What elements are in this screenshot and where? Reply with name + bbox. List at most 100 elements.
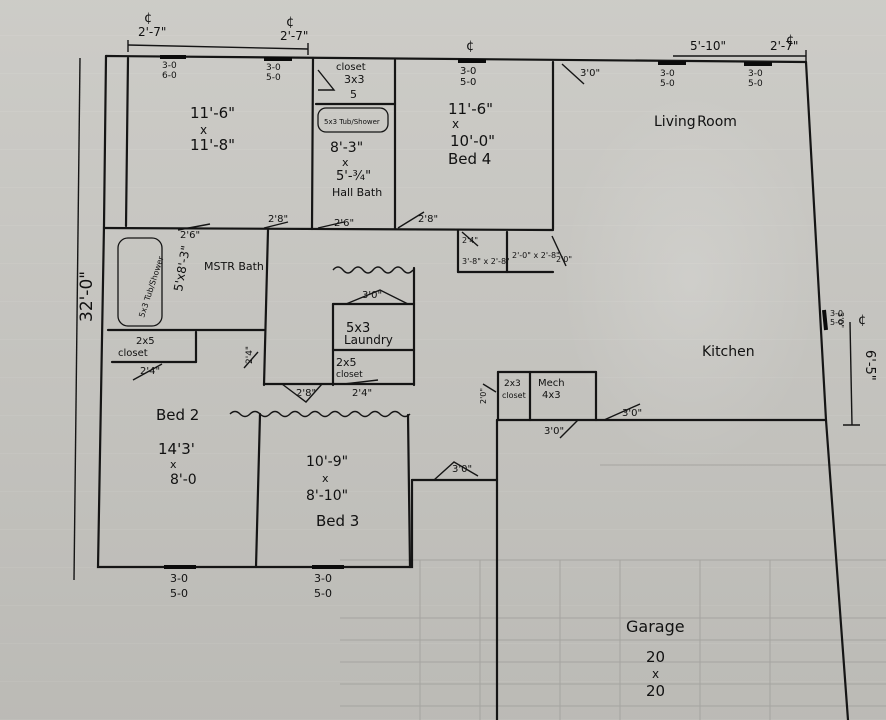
bed3-name: Bed 3 xyxy=(316,512,359,530)
closet-mstr-size: 2x5 xyxy=(136,336,155,347)
centerline-mark-5: ¢ xyxy=(858,313,866,328)
bed3-x: x xyxy=(322,472,329,485)
centerline-mark-2: ¢ xyxy=(286,15,294,30)
garage-name: Garage xyxy=(626,617,685,636)
laundry-size: 5x3 xyxy=(346,321,370,336)
window-4b-label: 5-0 xyxy=(660,79,675,89)
right-dimension-label: 6'-5" xyxy=(862,350,877,381)
closet-rods xyxy=(229,266,414,418)
paper-highlight xyxy=(560,90,820,470)
bed4-x: x xyxy=(452,117,459,131)
window-8b-label: 5-0 xyxy=(314,587,332,600)
door-side-label: 3'0" xyxy=(836,312,845,328)
door-bed1-label: 2'8" xyxy=(268,214,288,225)
door-small2-label: 2'0" xyxy=(556,255,572,264)
bed2-width: 14'3' xyxy=(158,440,195,458)
door-mstr-label: 2'6" xyxy=(180,230,200,241)
closet-top-n: 5 xyxy=(350,88,357,101)
door-bed2b-label: 2'8" xyxy=(296,388,316,399)
window-3-label: 3-0 xyxy=(460,66,476,77)
closet-laundry-label: closet xyxy=(336,370,363,380)
window-5-label: 3-0 xyxy=(748,69,763,79)
bed2-length: 8'-0 xyxy=(170,472,197,488)
closet-small2-label: 2'-0" x 2'-8" xyxy=(512,251,560,260)
window-4-label: 3-0 xyxy=(660,69,675,79)
bed1-length: 11'-8" xyxy=(190,136,235,154)
garage-length: 20 xyxy=(646,682,665,700)
closet-mech-size: 2x3 xyxy=(504,379,521,389)
mech-name: Mech xyxy=(538,378,565,389)
laundry-name: Laundry xyxy=(344,333,393,347)
door-small1-label: 2'4" xyxy=(462,236,478,245)
mech-size: 4x3 xyxy=(542,390,561,401)
window-6b-label: 5-0 xyxy=(830,318,843,327)
door-hall-label: 2'6" xyxy=(334,218,354,229)
centerline-mark-4: ¢ xyxy=(786,33,794,48)
closet-small1-label: 3'-8" x 2'-8" xyxy=(462,257,510,266)
walls xyxy=(96,54,850,720)
top-dim-right-b: 2'-7" xyxy=(770,39,798,53)
dimension-labels: 32'-0" 2'-7" 2'-7" 5'-10" 2'-7" 6'-5" ¢ … xyxy=(77,11,877,381)
centerline-mark-1: ¢ xyxy=(144,11,152,26)
door-bed4-label: 2'8" xyxy=(418,214,438,225)
dimension-lines xyxy=(73,40,860,581)
window-8-label: 3-0 xyxy=(314,572,332,585)
window-marks xyxy=(160,55,828,569)
bed1-x: x xyxy=(200,123,207,137)
hall-bath-width: 8'-3" xyxy=(330,140,363,156)
hall-bath-name: Hall Bath xyxy=(332,186,382,199)
door-laundry-label: 3'0" xyxy=(362,290,382,301)
window-labels: 3-0 6-0 3-0 5-0 3-0 5-0 3-0 5-0 3-0 5-0 … xyxy=(162,61,843,600)
mstr-bath-name: MSTR Bath xyxy=(204,260,264,273)
bed1-width: 11'-6" xyxy=(190,104,235,122)
window-3b-label: 5-0 xyxy=(460,77,476,88)
closet-top-label: closet xyxy=(336,62,366,73)
bed4-length: 10'-0" xyxy=(450,132,495,150)
closet-mstr-label: closet xyxy=(118,348,148,359)
window-2-label: 3-0 xyxy=(266,63,281,73)
door-bed3-label: 2'4" xyxy=(352,388,372,399)
window-7b-label: 5-0 xyxy=(170,587,188,600)
closet-laundry-size: 2x5 xyxy=(336,356,357,369)
window-5b-label: 5-0 xyxy=(748,79,763,89)
door-mclos-label: 2'4" xyxy=(140,366,160,377)
window-1-label: 3-0 xyxy=(162,61,177,71)
closet-top-size: 3x3 xyxy=(344,73,365,86)
window-7-label: 3-0 xyxy=(170,572,188,585)
master-tub-outline xyxy=(117,237,163,327)
bleed-through-table xyxy=(340,464,886,720)
door-labels: 2'8" 2'6" 2'8" 2'6" 2'4" 2'0" 3'0" 3'0" … xyxy=(140,68,845,475)
living-room-name: Living Room xyxy=(654,114,737,130)
garage-width: 20 xyxy=(646,648,665,666)
door-mech1-label: 2'0" xyxy=(479,388,488,404)
closet-mech-label: closet xyxy=(502,391,526,400)
top-dim-right-a: 5'-10" xyxy=(690,39,726,53)
hall-tub-label: 5x3 Tub/Shower xyxy=(324,118,380,126)
door-swings xyxy=(132,63,641,481)
window-6-label: 3-0 xyxy=(830,309,843,318)
door-mech2-label: 3'0" xyxy=(544,426,564,437)
garage-x: x xyxy=(652,667,659,681)
top-dim-left-a: 2'-7" xyxy=(138,25,166,39)
top-dim-left-b: 2'-7" xyxy=(280,29,308,43)
window-2b-label: 5-0 xyxy=(266,73,281,83)
room-labels: 11'-6" x 11'-8" closet 3x3 5 5x3 Tub/Sho… xyxy=(118,62,755,700)
bed2-name: Bed 2 xyxy=(156,406,199,424)
door-bed2a-label: 2'4" xyxy=(245,346,255,364)
bed3-width: 10'-9" xyxy=(306,454,348,470)
kitchen-name: Kitchen xyxy=(702,344,755,360)
door-kit-label: 3'0" xyxy=(622,408,642,419)
bed2-x: x xyxy=(170,458,177,471)
bed4-width: 11'-6" xyxy=(448,100,493,118)
hall-bath-x: x xyxy=(342,156,349,169)
bed4-name: Bed 4 xyxy=(448,150,491,168)
hall-bath-length: 5'-¾" xyxy=(336,169,371,184)
mstr-bath-size: 5'x8'-3" xyxy=(171,244,193,292)
overall-dimension-label: 32'-0" xyxy=(77,271,97,322)
door-garage-label: 3'0" xyxy=(452,464,472,475)
centerline-mark-3: ¢ xyxy=(466,39,474,54)
door-front-label: 3'0" xyxy=(580,68,600,79)
hall-tub-outline xyxy=(317,107,389,133)
